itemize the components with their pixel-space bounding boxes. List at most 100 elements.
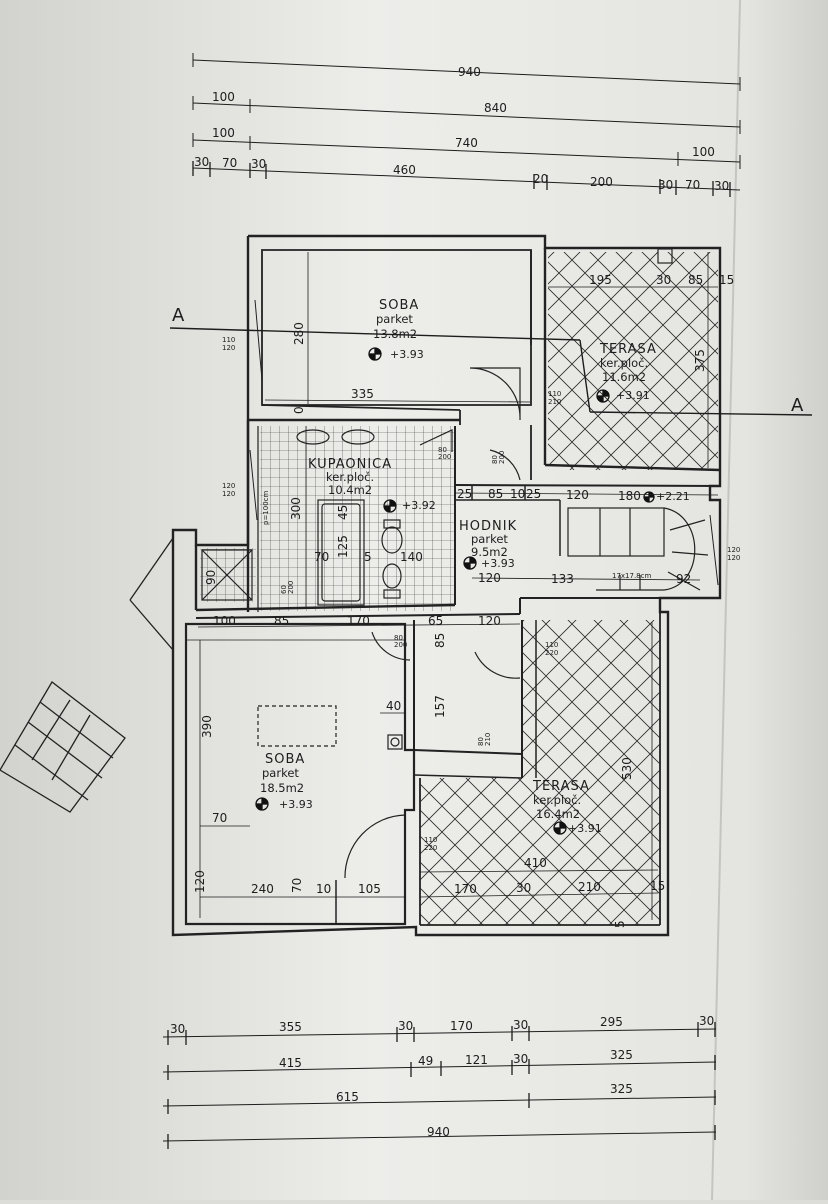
dim-top-30c: 30 (658, 178, 673, 192)
dim-inner: 195 (589, 273, 612, 287)
room-labels: SOBA parket 13.8m2 +3.93 TERASA ker.ploč… (260, 298, 690, 835)
door-low-hall2 (474, 651, 521, 679)
door-window-tags: 110 120 120 120 80 200 80 200 110 210 12… (222, 336, 740, 852)
inner-dimension-labels: 335 280 0 195 30 85 15 375 300 45 125 70… (193, 273, 734, 928)
dim-inner: 5 (364, 550, 372, 564)
room-soba-bottom-floor: parket (262, 766, 299, 780)
dim-top-70b: 70 (685, 178, 700, 192)
bathtub (317, 499, 365, 606)
section-marker-left: A (172, 305, 185, 326)
dim-inner: 92 (676, 572, 691, 586)
dim-top-30d: 30 (714, 179, 729, 193)
room-hodnik-floor: parket (471, 532, 508, 546)
dim-top-20: 20 (533, 172, 548, 186)
dim-inner: 180 (618, 489, 641, 503)
dim-bottom: 615 (336, 1090, 359, 1104)
dim-inner: 65 (428, 614, 443, 628)
tag-right-window: 120 (727, 554, 740, 562)
room-soba-top-area: 13.8m2 (373, 327, 417, 341)
stair-level: +2.21 (656, 490, 690, 503)
dim-inner: 120 (193, 870, 207, 893)
dim-inner: 25 (526, 487, 541, 501)
sink-right (341, 429, 375, 445)
dim-inner: 85 (274, 614, 289, 628)
dim-top-840: 840 (484, 101, 507, 115)
room-hodnik-level: +3.93 (481, 557, 515, 570)
dim-bottom: 325 (610, 1048, 633, 1062)
room-kupaonica-name: KUPAONICA (308, 457, 392, 472)
room-kupaonica-level: +3.92 (402, 499, 436, 512)
section-marker-right: A (791, 395, 804, 416)
dim-bottom: 30 (513, 1018, 528, 1032)
dim-inner: 105 (358, 882, 381, 896)
dim-inner: 15 (650, 879, 665, 893)
dim-bottom: 30 (699, 1014, 714, 1028)
tag-shower-door: 200 (287, 581, 295, 594)
dim-inner: 10 (510, 487, 525, 501)
dim-top-100c: 100 (692, 145, 715, 159)
dim-top-30a: 30 (194, 155, 209, 169)
door-low-hall (371, 631, 411, 661)
tag-low-door3: 220 (424, 844, 437, 852)
dim-top-460: 460 (393, 163, 416, 177)
room-terasa-top-level: +3.91 (616, 389, 650, 402)
dim-inner: 410 (524, 856, 547, 870)
tag-bath-window: p=100cm (262, 490, 270, 525)
tag-left-window: 120 (222, 344, 235, 352)
dim-inner: 300 (289, 497, 303, 520)
bottom-dimension-lines (162, 1022, 717, 1149)
dim-bottom: 295 (600, 1015, 623, 1029)
room-terasa-top-area: 11.6m2 (602, 370, 646, 384)
section-line (169, 327, 813, 416)
tag-bath-door: 80 (438, 446, 447, 454)
dim-inner: 170 (454, 882, 477, 896)
tag-low-door2: 220 (545, 649, 558, 657)
room-soba-top-name: SOBA (379, 298, 419, 313)
door-top-room (469, 367, 521, 421)
dim-inner: 170 (347, 614, 370, 628)
tag-stair-window: 210 (484, 733, 492, 746)
dim-inner: 390 (200, 715, 214, 738)
dim-inner: 120 (478, 614, 501, 628)
room-terasa-bottom-level: +3.91 (568, 822, 602, 835)
room-terasa-bottom-area: 16.4m2 (536, 807, 580, 821)
dim-inner: 375 (693, 349, 707, 372)
tag-left-window: 110 (222, 336, 235, 344)
dim-bottom: 355 (279, 1020, 302, 1034)
dim-inner: 0 (292, 406, 306, 414)
shower (201, 549, 253, 601)
room-soba-bottom-name: SOBA (265, 752, 305, 767)
dim-inner: 10 (316, 882, 331, 896)
terrace-hatching (420, 252, 718, 925)
dim-inner: 120 (478, 571, 501, 585)
dim-bottom: 30 (170, 1022, 185, 1036)
bathroom-tiles (200, 426, 455, 611)
dim-inner: 70 (314, 550, 329, 564)
inner-dimension-lines (197, 252, 719, 920)
dim-bottom: 170 (450, 1019, 473, 1033)
tag-low-door1: 80 (394, 634, 403, 642)
tag-bath-door: 200 (438, 453, 451, 461)
dim-top-100: 100 (212, 90, 235, 104)
tag-shower-door: 60 (280, 585, 288, 594)
door-hod (489, 449, 521, 481)
dim-inner: 30 (656, 273, 671, 287)
tag-stair-window: 80 (477, 737, 485, 746)
tag-hod-door: 80 (491, 455, 499, 464)
dim-inner: 15 (719, 273, 734, 287)
top-dimension-labels: 940 100 840 100 740 100 30 70 30 460 20 … (194, 65, 729, 193)
room-hodnik-name: HODNIK (459, 519, 517, 534)
tag-low-door2: 110 (545, 641, 558, 649)
tag-stair-run: 17x17.8cm (612, 572, 651, 580)
dim-inner: 530 (620, 757, 634, 780)
room-soba-bottom-level: +3.93 (279, 798, 313, 811)
dim-bottom: 940 (427, 1125, 450, 1139)
room-kupaonica-floor: ker.ploč. (326, 470, 374, 484)
dim-inner: 40 (386, 699, 401, 713)
door-bath (419, 429, 453, 452)
dim-inner: 90 (204, 570, 218, 585)
room-kupaonica-area: 10.4m2 (328, 483, 372, 497)
level-marker-fills (256, 348, 654, 834)
